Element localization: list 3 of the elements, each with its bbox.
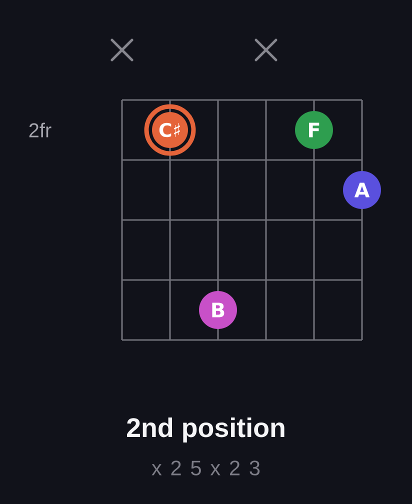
fingering-label: x 2 5 x 2 3: [152, 460, 260, 476]
fret-label: 2fr: [29, 122, 52, 138]
chord-title: 2nd position: [127, 417, 284, 443]
